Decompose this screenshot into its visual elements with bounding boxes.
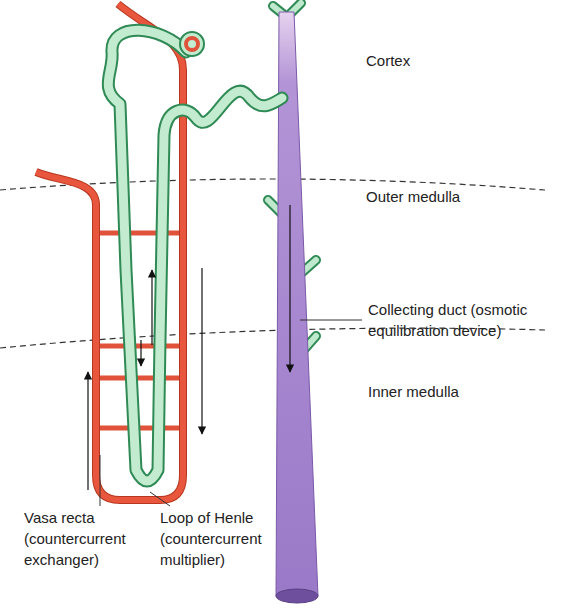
leader-line	[150, 492, 170, 506]
leader-line	[100, 455, 101, 506]
loop-of-henle	[108, 30, 282, 481]
zone-label: Inner medulla	[368, 381, 528, 402]
vasa-rung	[96, 231, 183, 236]
vasa-rung	[96, 344, 183, 349]
flow-arrow	[151, 270, 152, 345]
vasa-rungs	[96, 233, 183, 428]
structure-label: Collecting duct (osmotic equilibration d…	[368, 299, 558, 341]
structure-label: Loop of Henle (countercurrent multiplier…	[160, 507, 278, 570]
flow-arrow	[201, 268, 202, 434]
flow-arrow	[289, 205, 290, 372]
flow-arrow	[140, 340, 141, 366]
duct-opening	[276, 589, 318, 603]
loop-of-henle	[108, 30, 282, 481]
bowman-capsule	[180, 32, 204, 56]
flow-arrow	[87, 372, 88, 490]
zone-label: Outer medulla	[366, 186, 526, 207]
structure-label: Vasa recta (countercurrent exchanger)	[24, 507, 142, 570]
vasa-rung	[96, 376, 183, 381]
leader-line	[300, 320, 362, 321]
zone-label: Cortex	[366, 50, 486, 71]
glomerulus	[186, 38, 198, 50]
